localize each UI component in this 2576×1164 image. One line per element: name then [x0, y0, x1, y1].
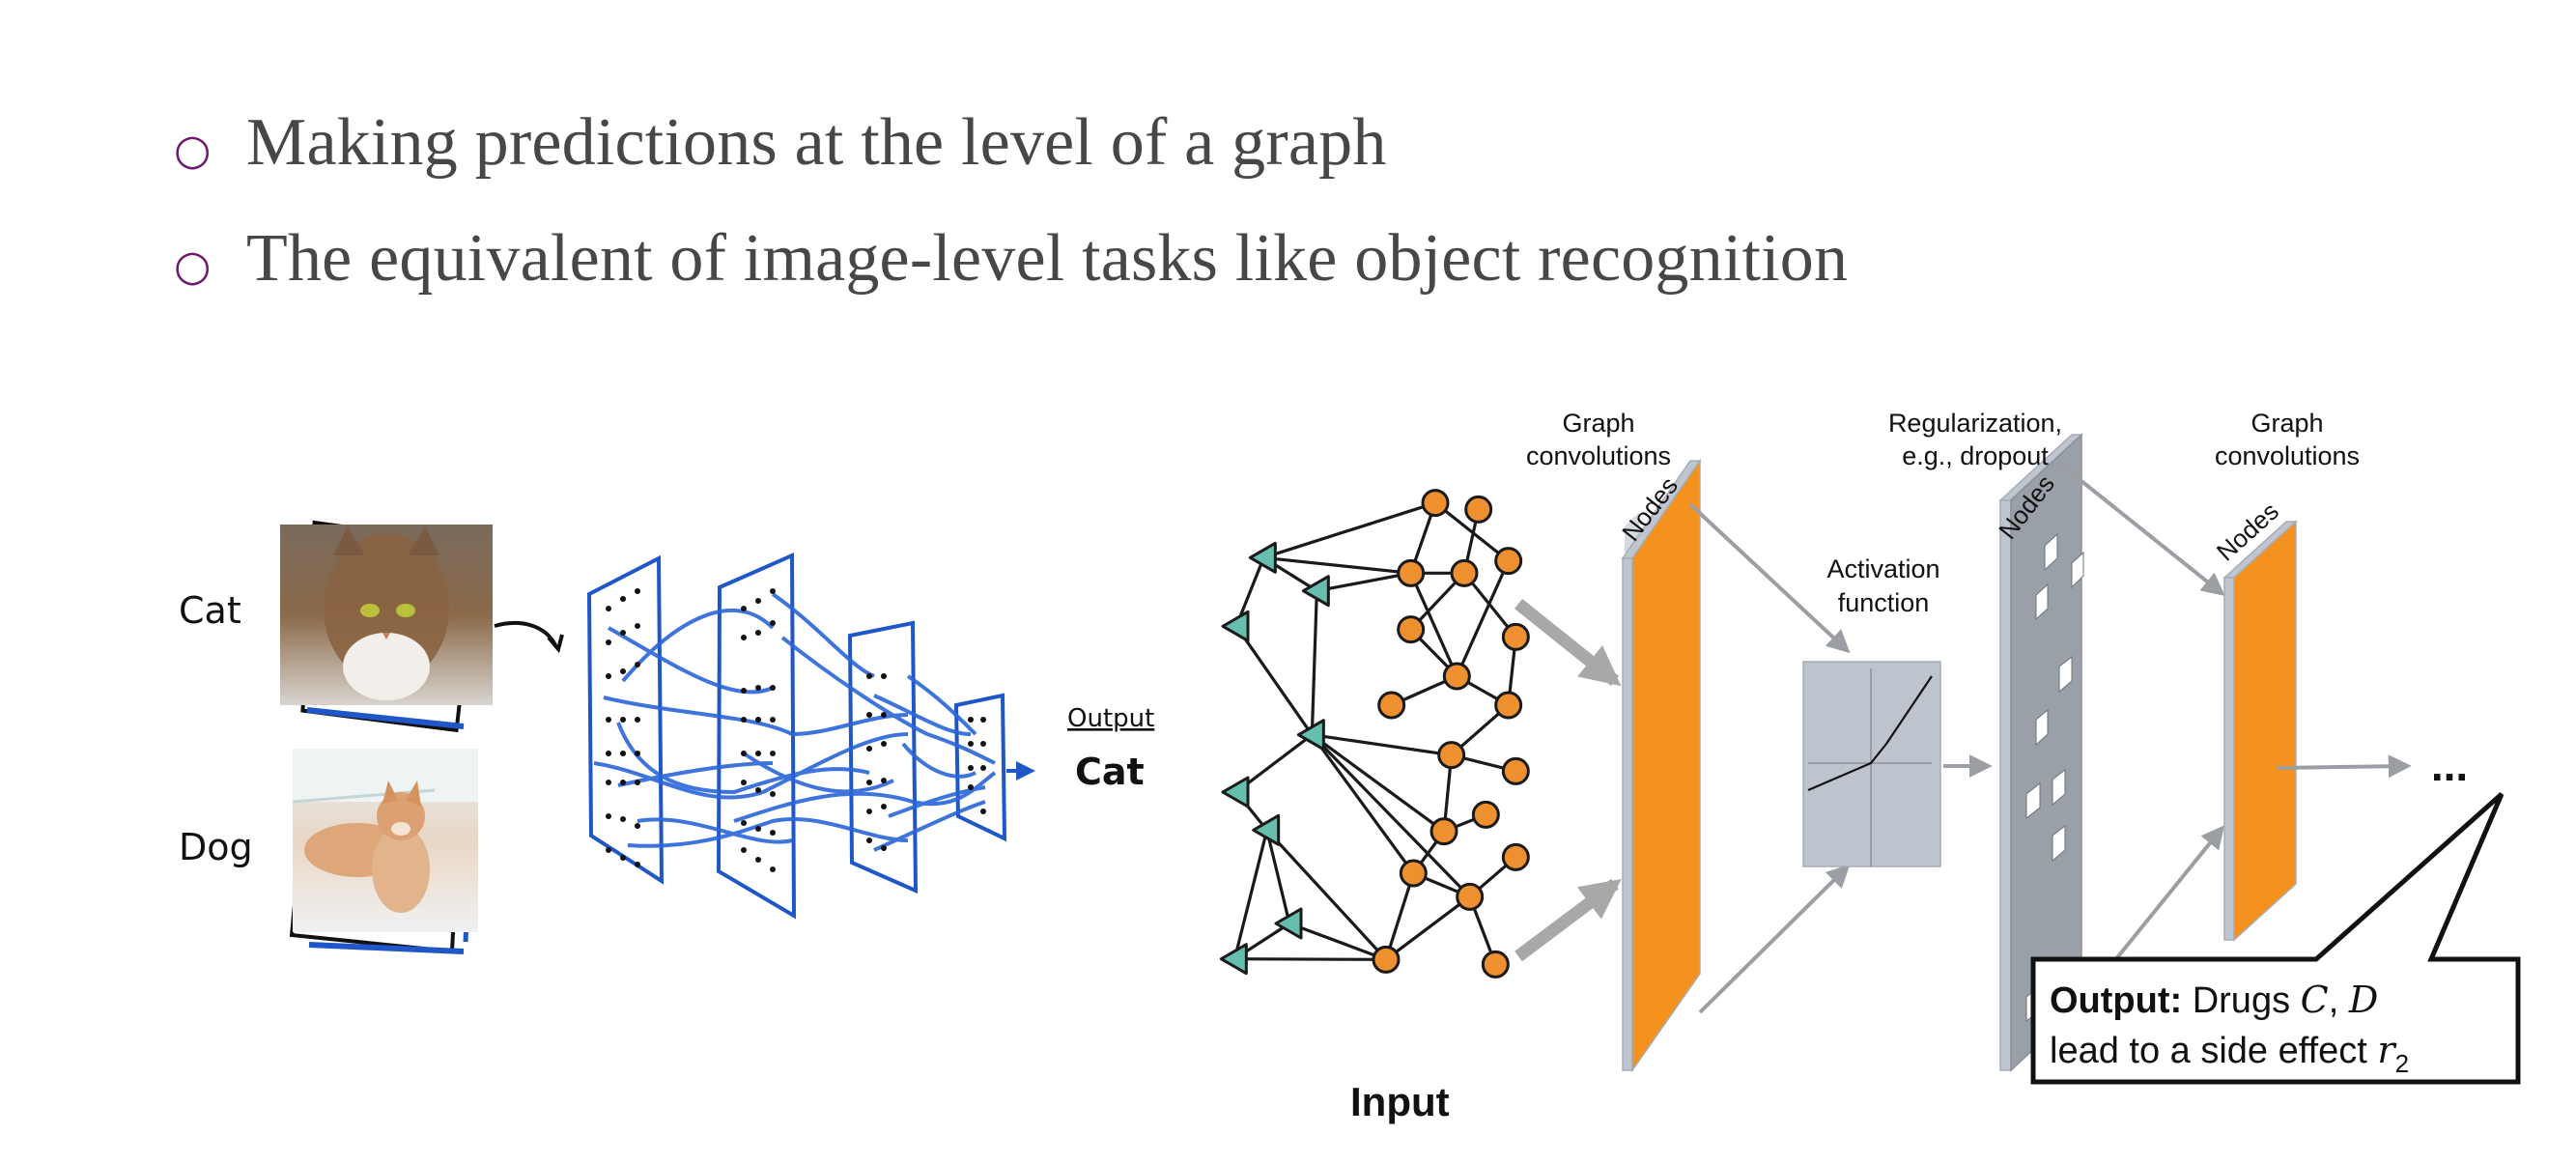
input-graph-nodes [1219, 489, 1530, 979]
graph-edge [1265, 829, 1388, 961]
graph-node-triangle [1252, 813, 1281, 846]
graph-edge [1234, 957, 1387, 961]
bullet-item-1: ○ Making predictions at the level of a g… [174, 104, 1387, 182]
activation-function-box: Activation function [1802, 554, 1941, 867]
graph-node-circle [1397, 615, 1426, 644]
stage-title: e.g., dropout [1902, 441, 2049, 470]
cnn-layers [586, 552, 1007, 920]
graph-node-triangle [1274, 907, 1303, 940]
graph-node-circle [1456, 882, 1485, 911]
bullet-circle-icon: ○ [174, 125, 212, 175]
graph-edge [1385, 895, 1471, 961]
cat-eye [396, 604, 415, 617]
cnn-figure: Cat Dog [179, 520, 1154, 954]
stage-title: Regularization, [1888, 409, 2062, 438]
stage-title: Graph [1562, 409, 1634, 438]
graph-edge [1263, 555, 1411, 575]
cat-image-stack [280, 520, 493, 733]
graph-node-triangle [1248, 541, 1277, 574]
stage-title: Graph [2250, 409, 2323, 438]
stage-title: Activation [1826, 554, 1939, 583]
graph-edge [1311, 733, 1415, 874]
graph-node-circle [1442, 662, 1471, 691]
graph-node-circle [1481, 950, 1510, 979]
output-callout: Output: Drugs C, D lead to a side effect… [2030, 792, 2521, 1085]
input-label: Input [1350, 1079, 1450, 1124]
graph-edge [1312, 733, 1452, 757]
graph-edge [1310, 590, 1318, 735]
output-text-line1: Output: Drugs C, D [2050, 979, 2378, 1021]
graph-edge [1455, 560, 1511, 677]
continuation-ellipsis: ... [2431, 740, 2468, 790]
graph-edge [1288, 922, 1387, 961]
graph-edge [1316, 571, 1411, 593]
graph-node-circle [1399, 859, 1428, 888]
relu-curve [1807, 675, 1933, 792]
graph-node-circle [1421, 489, 1450, 518]
input-arrow [494, 620, 557, 646]
cnn-layer-2 [716, 552, 797, 920]
graph-node-circle [1437, 741, 1466, 770]
graph-node-circle [1501, 622, 1530, 651]
graph-node-circle [1397, 558, 1426, 587]
graph-edge [1311, 733, 1445, 833]
cnn-layer-3 [847, 620, 919, 894]
graph-conv-layer-2: Nodes Graph convolutions [2211, 409, 2360, 942]
bullet-text: The equivalent of image-level tasks like… [246, 221, 1849, 296]
input-arrow-lower [1514, 878, 1622, 962]
stage-title: function [1838, 588, 1930, 617]
bullet-circle-icon: ○ [174, 241, 212, 291]
cnn-layer-1 [586, 554, 665, 885]
graph-node-circle [1471, 800, 1500, 829]
graph-node-circle [1494, 547, 1523, 576]
graph-edge [1409, 572, 1458, 677]
flow-arrow [2109, 825, 2225, 968]
graph-node-triangle [1296, 719, 1325, 752]
graph-node-triangle [1219, 943, 1248, 976]
cnn-layer-4 [953, 693, 1007, 842]
gnn-figure: Input Nodes Graph convolutions Activatio… [1219, 409, 2521, 1124]
input-arrow-upper [1514, 598, 1622, 687]
graph-edge [1232, 829, 1269, 960]
flow-arrow [2055, 460, 2225, 596]
graph-node-circle [1501, 756, 1530, 785]
input-label-cat: Cat [179, 589, 241, 632]
bullet-item-2: ○ The equivalent of image-level tasks li… [174, 220, 1848, 298]
graph-node-triangle [1221, 610, 1250, 642]
graph-node-circle [1430, 817, 1458, 846]
cat-eye [360, 604, 380, 617]
output-text-line2: lead to a side effect r2 [2050, 1029, 2409, 1078]
graph-edge [1262, 501, 1436, 559]
graph-node-circle [1450, 558, 1479, 587]
dropout-layer: Nodes Regularization, e.g., dropout [1888, 409, 2084, 1072]
flow-arrow [2276, 754, 2412, 779]
graph-conv-layer-1: Nodes Graph convolutions [1526, 409, 1702, 1073]
graph-edge [1234, 625, 1314, 736]
input-label-dog: Dog [179, 826, 253, 868]
graph-node-triangle [1221, 776, 1250, 809]
graph-node-circle [1501, 842, 1530, 871]
output-class: Cat [1075, 751, 1145, 793]
graph-node-circle [1372, 945, 1401, 974]
dog-image-stack [289, 749, 478, 954]
graph-node-circle [1494, 691, 1523, 720]
flow-arrow [1698, 864, 1851, 1014]
bullet-text: Making predictions at the level of a gra… [246, 105, 1387, 180]
graph-node-circle [1464, 495, 1493, 524]
graph-edge [1265, 829, 1291, 924]
graph-edge [1384, 872, 1415, 960]
graph-node-triangle [1301, 575, 1330, 608]
output-heading: Output [1067, 704, 1154, 733]
graph-edge [1434, 501, 1510, 562]
stage-title: convolutions [1526, 441, 1671, 470]
graph-node-circle [1377, 691, 1406, 720]
stage-title: convolutions [2215, 441, 2360, 470]
cnn-neurons [606, 588, 986, 872]
flow-arrow [1688, 502, 1851, 654]
graph-edge [1311, 733, 1471, 898]
